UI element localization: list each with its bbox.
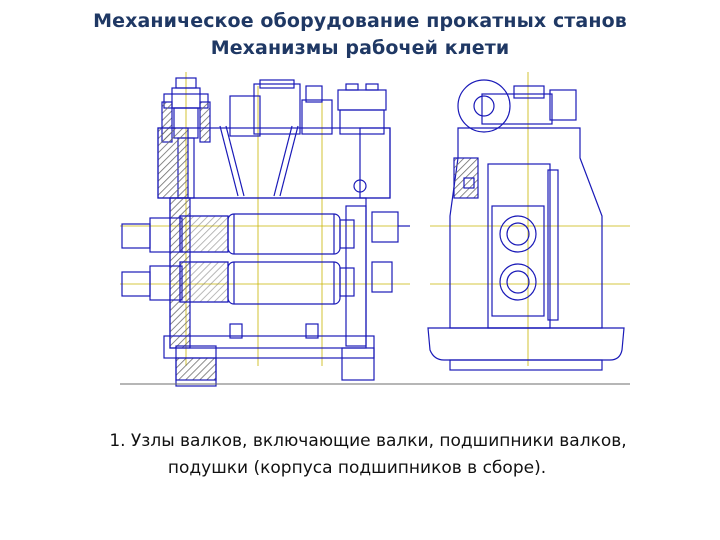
side-view: [427, 72, 630, 371]
slide-title-line-2: Механизмы рабочей клети: [210, 37, 510, 59]
caption-line-2: подушки (корпуса подшипников в сборе).: [167, 458, 547, 478]
slide-title-line-1: Механическое оборудование прокатных стан…: [93, 10, 627, 32]
front-view: [120, 72, 630, 387]
rolling-stand-drawing: [120, 72, 630, 387]
caption-line-1: 1. Узлы валков, включающие валки, подшип…: [109, 431, 627, 451]
